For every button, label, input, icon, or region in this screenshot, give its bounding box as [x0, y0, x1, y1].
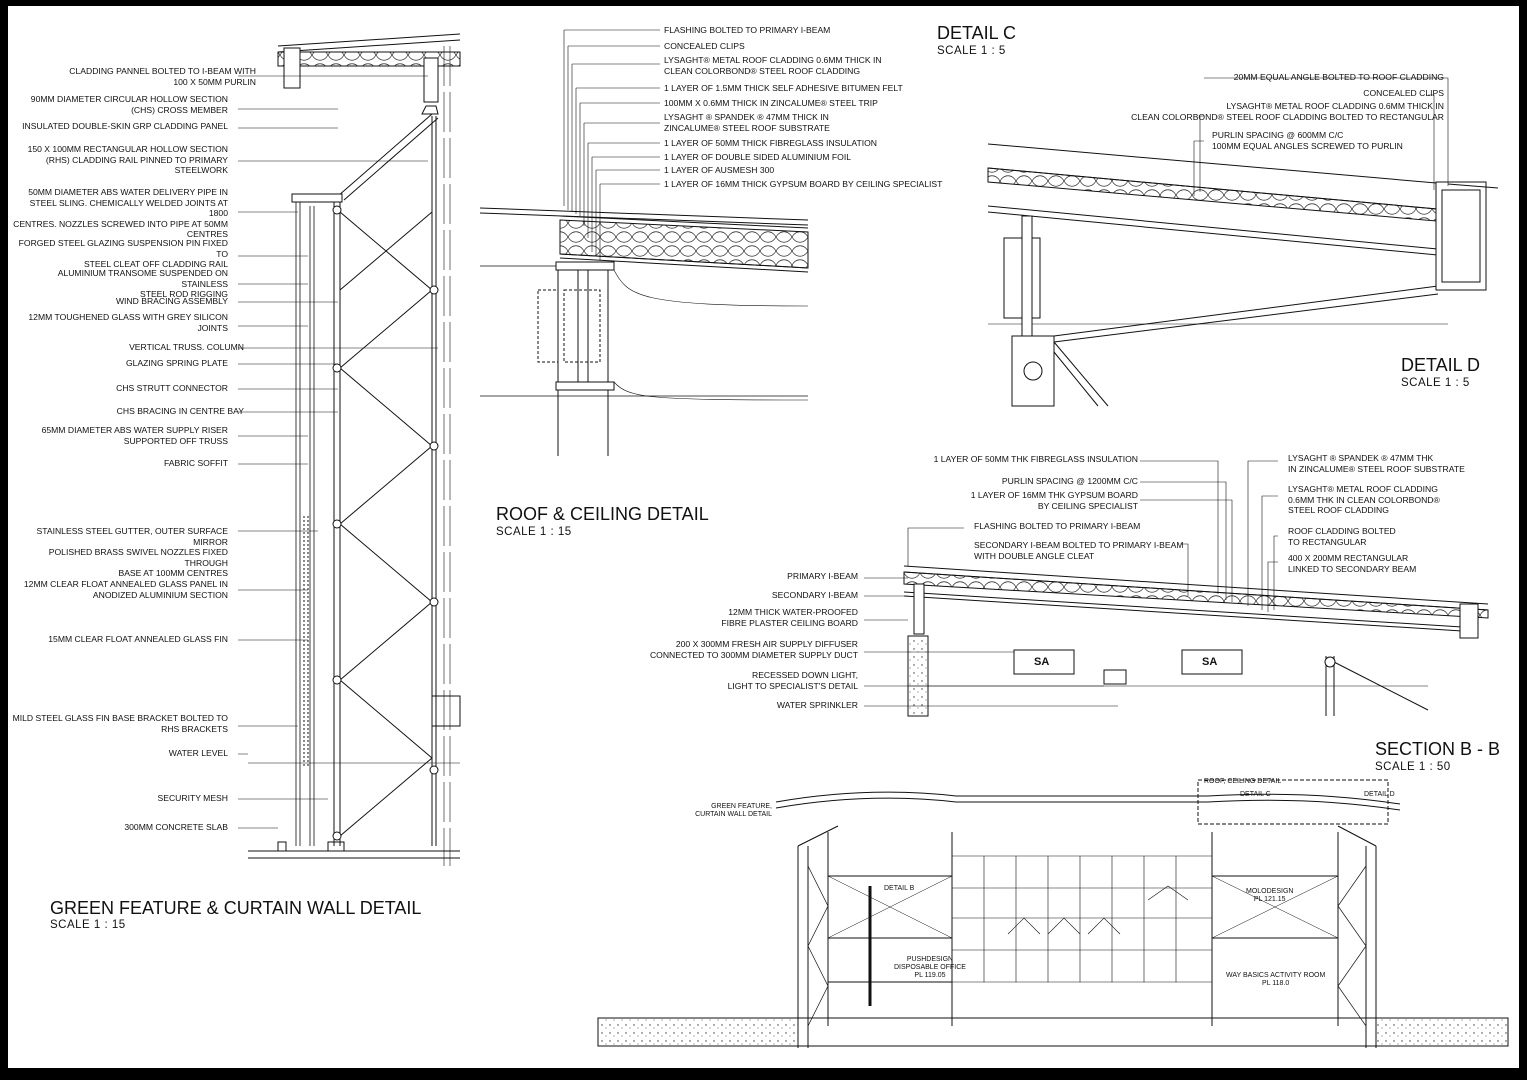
rc-label-spandek: LYSAGHT ® SPANDEK ® 47mm THICK IN ZINCAL…: [664, 112, 830, 133]
roof-ceiling-title: ROOF & CEILING DETAIL: [496, 504, 709, 524]
cw-label-concrete-slab: 300mm CONCRETE SLAB: [124, 822, 228, 832]
rc-label-zincalume-trip: 100mm X 0.6mm THICK IN ZINCALUME® STEEL …: [664, 98, 878, 108]
cw-label-chs-cross-member: 90mm DIAMETER CIRCULAR HOLLOW SECTION (C…: [30, 94, 228, 115]
roof-ceiling-detail: [479, 207, 809, 456]
curtain-wall-title: GREEN FEATURE & CURTAIN WALL DETAIL: [50, 898, 422, 918]
callout-detail-d: DETAIL D: [1364, 791, 1395, 798]
sb-label-gypsum: 1 LAYER OF 16mm THK GYPSUM BOARD BY CEIL…: [970, 490, 1138, 511]
detail-c-scale: SCALE 1 : 5: [937, 45, 1006, 57]
rc-label-bitumen-felt: 1 LAYER OF 1.5mm THICK SELF ADHESIVE BIT…: [664, 83, 903, 93]
cw-label-toughened-glass: 12mm TOUGHENED GLASS WITH GREY SILICON J…: [28, 312, 228, 333]
cw-label-security-mesh: SECURITY MESH: [157, 793, 228, 803]
cw-label-grp-panel: INSULATED DOUBLE-SKIN GRP CLADDING PANEL: [22, 121, 228, 131]
sb-label-diffuser: 200 x 300mm FRESH AIR SUPPLY DIFFUSER CO…: [649, 639, 858, 660]
cw-label-wind-bracing: WIND BRACING ASSEMBLY: [115, 296, 228, 306]
rc-label-ausmesh: 1 LAYER OF AUSMESH 300: [664, 165, 775, 175]
cw-label-rhs-rail: 150 x 100mm RECTANGULAR HOLLOW SECTION (…: [27, 144, 228, 176]
cw-label-chs-connector: CHS STRUTT CONNECTOR: [116, 383, 228, 393]
drawing-sheet: CLADDING PANNEL BOLTED TO I-BEAM WITH 10…: [8, 6, 1519, 1068]
detail-c-title: DETAIL C: [937, 23, 1017, 43]
rc-label-gypsum: 1 LAYER OF 16mm THICK GYPSUM BOARD BY CE…: [664, 179, 943, 189]
dd-label-equal-angle: 20mm EQUAL ANGLE BOLTED TO ROOF CLADDING: [1233, 72, 1444, 82]
rc-label-concealed-clips: CONCEALED CLIPS: [664, 41, 745, 51]
rc-label-metal-cladding: LYSAGHT® METAL ROOF CLADDING 0.6mm THICK…: [664, 55, 882, 76]
rc-label-foil: 1 LAYER OF DOUBLE SIDED ALUMINIUM FOIL: [664, 152, 852, 162]
diffuser-tag-left: SA: [1034, 656, 1050, 668]
sb-label-secondary-i-beam: SECONDARY I-BEAM: [771, 590, 858, 600]
sb-label-secondary-beam: SECONDARY I-BEAM BOLTED TO PRIMARY I-BEA…: [974, 540, 1184, 561]
section-bb-title: SECTION B - B: [1375, 739, 1501, 759]
rc-label-fibreglass: 1 LAYER OF 50mm THICK FIBREGLASS INSULAT…: [664, 138, 877, 148]
callout-curtain-wall: GREEN FEATURE, CURTAIN WALL DETAIL: [695, 803, 772, 818]
sb-label-purlin-spacing: PURLIN SPACING @ 1200mm C/C: [1001, 476, 1138, 486]
dd-label-purlin-spacing: PURLIN SPACING @ 600mm C/C 100mm EQUAL A…: [1212, 130, 1403, 151]
sb-label-spandek: LYSAGHT ® SPANDEK ® 47mm THK IN ZINCALUM…: [1288, 453, 1465, 474]
callout-detail-b: DETAIL B: [884, 885, 915, 892]
detail-d-title: DETAIL D: [1401, 355, 1481, 375]
sb-label-sprinkler: WATER SPRINKLER: [776, 700, 858, 710]
cw-label-suspension-pin: FORGED STEEL GLAZING SUSPENSION PIN FIXE…: [18, 238, 228, 270]
detail-c-drawing: [987, 143, 1499, 407]
cw-label-glass-fin: 15mm CLEAR FLOAT ANNEALED GLASS FIN: [48, 634, 228, 644]
section-bb-drawing: [597, 779, 1509, 1048]
cw-label-cladding-panel: CLADDING PANNEL BOLTED TO I-BEAM WITH 10…: [69, 66, 256, 87]
cw-label-water-level: WATER LEVEL: [168, 748, 228, 758]
cw-label-fabric-soffit: FABRIC SOFFIT: [164, 458, 228, 468]
cw-label-water-riser: 65mm DIAMETER ABS WATER SUPPLY RISER SUP…: [41, 425, 228, 446]
sb-label-down-light: RECESSED DOWN LIGHT, LIGHT TO SPECIALIST…: [727, 670, 858, 691]
room-pushdesign: PUSHDESIGN DISPOSABLE OFFICE PL 119.05: [894, 956, 966, 979]
cw-label-gutter: STAINLESS STEEL GUTTER, OUTER SURFACE MI…: [36, 526, 228, 579]
diffuser-tag-right: SA: [1202, 656, 1218, 668]
cw-label-glass-panel: 12mm CLEAR FLOAT ANNEALED GLASS PANEL IN…: [23, 579, 228, 600]
leader-lines: [238, 29, 1449, 829]
cw-label-truss-column: VERTICAL TRUSS. COLUMN: [129, 342, 244, 352]
dd-label-metal-cladding: LYSAGHT® METAL ROOF CLADDING 0.6mm THICK…: [1131, 101, 1444, 122]
cw-label-chs-bracing: CHS BRACING IN CENTRE BAY: [116, 406, 244, 416]
rc-label-flashing: FLASHING BOLTED TO PRIMARY I-BEAM: [664, 25, 831, 35]
sb-label-metal-cladding: LYSAGHT® METAL ROOF CLADDING 0.6mm THK I…: [1288, 484, 1440, 516]
sb-label-cladding-bolted: ROOF CLADDING BOLTED TO RECTANGULAR: [1288, 526, 1396, 547]
curtain-wall-scale: SCALE 1 : 15: [50, 919, 126, 931]
callout-roof-ceiling: ROOF, CEILING DETAIL: [1204, 778, 1282, 785]
sb-label-ceiling-board: 12mm THICK WATER-PROOFED FIBRE PLASTER C…: [721, 607, 858, 628]
section-bb-roof-detail: [903, 565, 1489, 717]
detail-d-scale: SCALE 1 : 5: [1401, 377, 1470, 389]
section-bb-scale: SCALE 1 : 50: [1375, 761, 1451, 773]
sb-label-rectangular: 400 x 200mm RECTANGULAR LINKED TO SECOND…: [1288, 553, 1417, 574]
cw-label-base-bracket: MILD STEEL GLASS FIN BASE BRACKET BOLTED…: [12, 713, 228, 734]
cw-label-abs-pipe: 50mm DIAMETER ABS WATER DELIVERY PIPE IN…: [13, 187, 228, 240]
cw-label-spring-plate: GLAZING SPRING PLATE: [125, 358, 228, 368]
room-way-basics: WAY BASICS ACTIVITY ROOM PL 118.0: [1226, 972, 1326, 987]
sb-label-primary-beam: PRIMARY I-BEAM: [787, 571, 858, 581]
room-molodesign: MOLODESIGN PL 121.15: [1246, 888, 1294, 903]
cw-label-aluminium-transome: ALUMINIUM TRANSOME SUSPENDED ON STAINLES…: [57, 268, 228, 300]
callout-detail-c: DETAIL C: [1240, 791, 1271, 798]
curtain-wall-detail: [248, 33, 461, 866]
linework: [238, 29, 1509, 1048]
dd-label-concealed-clips: CONCEALED CLIPS: [1363, 88, 1444, 98]
sb-label-fibreglass: 1 LAYER OF 50mm THK FIBREGLASS INSULATIO…: [933, 454, 1138, 464]
sb-label-flashing: FLASHING BOLTED TO PRIMARY I-BEAM: [974, 521, 1141, 531]
roof-ceiling-scale: SCALE 1 : 15: [496, 526, 572, 538]
